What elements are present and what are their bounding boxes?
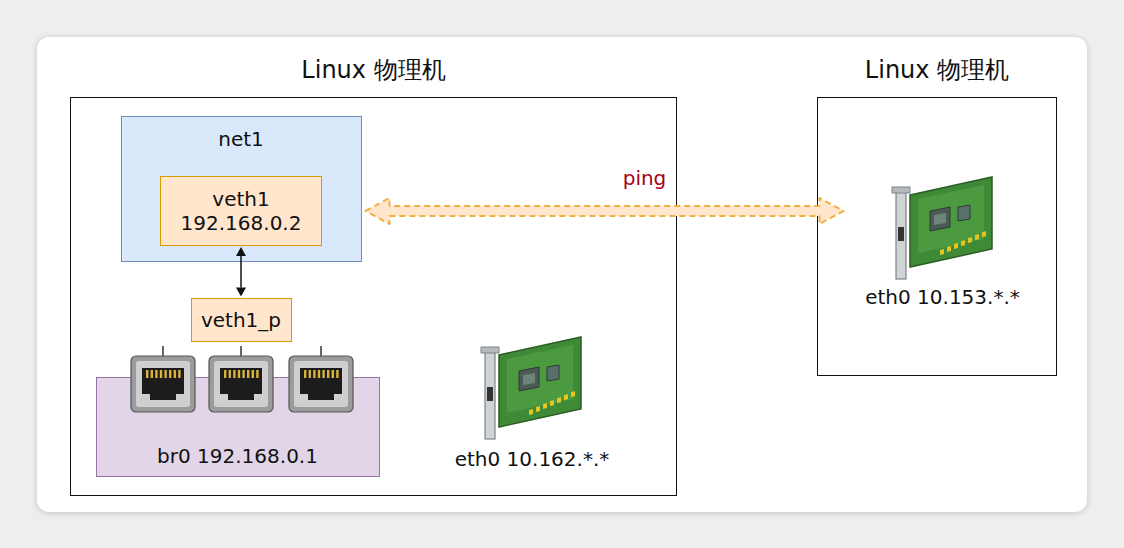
node-label: eth0 10.153.*.* xyxy=(865,285,1020,309)
icon-part xyxy=(169,370,171,378)
bridge-ports-icon xyxy=(97,346,387,416)
namespace-box: net1 veth1192.168.0.2 xyxy=(121,116,362,262)
bridge-box: br0 192.168.0.1 xyxy=(96,377,380,477)
icon-part xyxy=(228,370,230,378)
node-label: 192.168.0.2 xyxy=(181,211,302,235)
icon-part xyxy=(240,346,242,356)
icon-part xyxy=(898,227,904,241)
icon-part xyxy=(961,240,965,246)
icon-part xyxy=(940,249,944,255)
icon-part xyxy=(289,356,353,412)
node-label: br0 192.168.0.1 xyxy=(157,444,318,468)
icon-part xyxy=(550,400,554,406)
icon-part xyxy=(982,231,986,237)
node-label: veth1_p xyxy=(201,308,281,332)
icon-part xyxy=(487,387,493,401)
icon-part xyxy=(214,361,268,407)
icon-part xyxy=(930,207,950,231)
icon-part xyxy=(975,234,979,240)
nic-card-icon xyxy=(477,335,587,439)
nic-node: eth0 10.162.*.* xyxy=(425,335,640,477)
ping-arrow xyxy=(366,198,844,224)
icon-part xyxy=(313,370,315,378)
icon-part xyxy=(233,370,235,378)
icon-part xyxy=(247,370,249,378)
interface-box: veth1_p xyxy=(191,298,292,342)
icon-part xyxy=(136,361,190,407)
icon-part xyxy=(236,288,246,297)
icon-part xyxy=(934,213,946,225)
icon-part xyxy=(320,346,322,356)
icon-part xyxy=(294,361,348,407)
icon-part xyxy=(131,356,195,412)
node-label: net1 xyxy=(218,127,264,151)
icon-part xyxy=(142,368,184,400)
icon-part xyxy=(304,370,306,378)
icon-part xyxy=(256,370,258,378)
icon-part xyxy=(523,373,535,385)
host-title: Linux 物理机 xyxy=(818,54,1056,86)
icon-part xyxy=(536,406,540,412)
icon-part xyxy=(954,243,958,249)
icon-part xyxy=(499,337,581,427)
icon-part xyxy=(481,347,499,353)
node-label: veth1 xyxy=(212,187,269,211)
icon-part xyxy=(155,370,157,378)
icon-part xyxy=(543,403,547,409)
icon-part xyxy=(547,365,559,381)
icon-part xyxy=(308,370,310,378)
icon-part xyxy=(173,370,175,378)
host-box: Linux 物理机net1veth1192.168.0.2veth1_pbr0 … xyxy=(70,97,677,496)
icon-part xyxy=(892,187,910,193)
icon-part xyxy=(237,370,239,378)
icon-part xyxy=(557,397,561,403)
icon-part xyxy=(896,191,906,279)
icon-part xyxy=(519,367,539,391)
icon-part xyxy=(958,205,970,221)
icon-part xyxy=(300,368,342,400)
icon-part xyxy=(331,370,333,378)
icon-part xyxy=(947,246,951,252)
icon-part xyxy=(529,409,533,415)
nic-node: eth0 10.153.*.* xyxy=(848,175,1038,315)
icon-part xyxy=(918,185,984,253)
icon-part xyxy=(336,370,338,378)
icon-part xyxy=(317,370,319,378)
icon-part xyxy=(322,370,324,378)
icon-part xyxy=(146,370,148,378)
icon-part xyxy=(162,346,164,356)
edge-label: ping xyxy=(620,166,670,190)
icon-part xyxy=(251,370,253,378)
icon-part xyxy=(571,391,575,397)
icon-part xyxy=(209,356,273,412)
icon-part xyxy=(910,177,992,267)
icon-part xyxy=(224,370,226,378)
nic-card-icon xyxy=(888,175,998,279)
interface-box: veth1192.168.0.2 xyxy=(160,176,322,246)
icon-part xyxy=(220,368,262,400)
icon-part xyxy=(159,370,161,378)
icon-part xyxy=(564,394,568,400)
icon-part xyxy=(327,370,329,378)
icon-part xyxy=(164,370,166,378)
icon-part xyxy=(242,370,244,378)
icon-part xyxy=(150,370,152,378)
node-label: eth0 10.162.*.* xyxy=(455,447,610,471)
icon-part xyxy=(178,370,180,378)
host-title: Linux 物理机 xyxy=(71,54,676,86)
host-box: Linux 物理机eth0 10.153.*.* xyxy=(817,97,1057,376)
icon-part xyxy=(366,198,844,224)
icon-part xyxy=(485,351,495,439)
icon-part xyxy=(507,345,573,413)
icon-part xyxy=(968,237,972,243)
